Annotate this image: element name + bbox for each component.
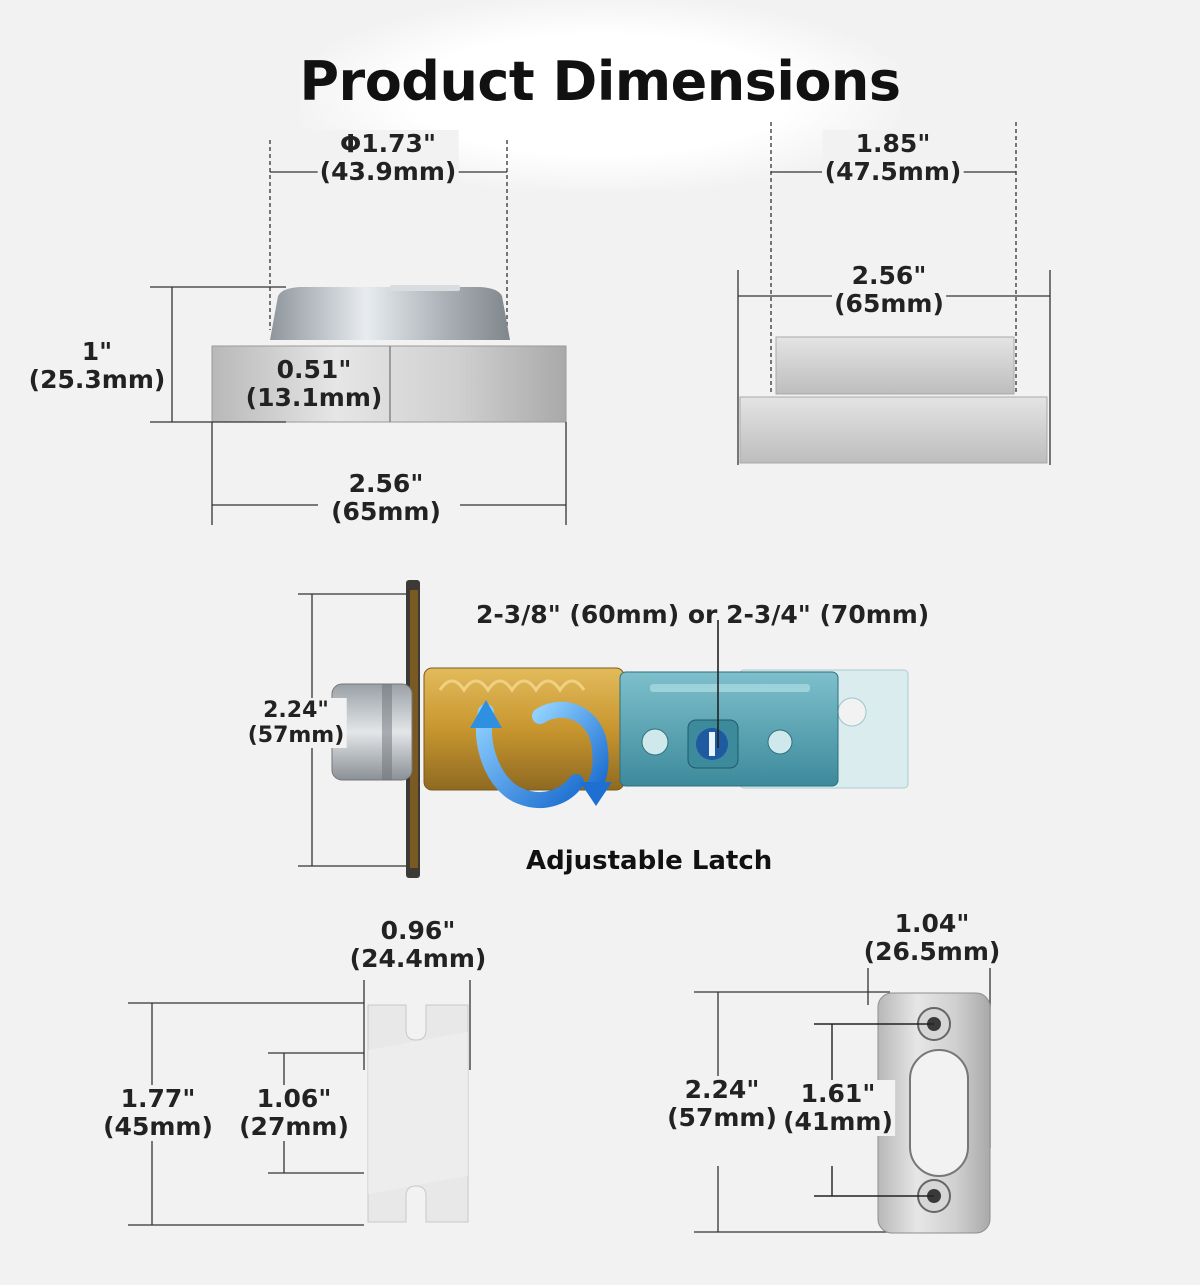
strike-hole-spacing-inch: 1.61": [781, 1080, 895, 1108]
thumbturn-side-view: [150, 140, 567, 525]
template-width-mm: (24.4mm): [349, 944, 487, 973]
rotate-arrow-right: [532, 701, 609, 794]
strike-hole-spacing-label: 1.61" (41mm): [781, 1080, 895, 1136]
thumbturn-height-mm: (25.3mm): [28, 365, 166, 394]
latch-view: [298, 580, 909, 878]
top-outer-block: [739, 396, 1048, 464]
latch-height-inch: 2.24": [245, 698, 347, 723]
template-height-inch: 1.77": [101, 1085, 215, 1113]
template-view: [128, 980, 471, 1226]
thumbturn-width-mm: (65mm): [329, 497, 443, 526]
strike-width-label: 1.04" (26.5mm): [864, 910, 1001, 966]
template-height-label: 1.77" (45mm): [101, 1085, 215, 1141]
strike-height-mm: (57mm): [665, 1103, 779, 1132]
strike-height-label: 2.24" (57mm): [665, 1076, 779, 1132]
thumbturn-width-inch: 2.56": [329, 470, 443, 498]
top-inner-block: [775, 336, 1015, 395]
top-inner-width-inch: 1.85": [822, 130, 964, 158]
base-height-label: 0.51" (13.1mm): [246, 356, 383, 412]
top-outer-width-inch: 2.56": [832, 262, 946, 290]
strike-plate-slot: [909, 1049, 969, 1177]
template-inner-height-mm: (27mm): [237, 1112, 351, 1141]
latch-height-label: 2.24" (57mm): [245, 698, 347, 748]
strike-plate-view: [694, 968, 991, 1234]
dome-shape: [270, 287, 510, 340]
template-width-label: 0.96" (24.4mm): [350, 917, 487, 973]
top-inner-width-mm: (47.5mm): [822, 157, 964, 186]
top-outer-width-mm: (65mm): [832, 289, 946, 318]
thumbturn-width-label: 2.56" (65mm): [329, 470, 443, 526]
thumbturn-diameter-inch: Φ1.73": [317, 130, 459, 158]
rotate-arrow-left: [475, 704, 584, 808]
strike-width-mm: (26.5mm): [863, 937, 1001, 966]
strike-height-inch: 2.24": [665, 1076, 779, 1104]
thumbturn-diameter-label: Φ1.73" (43.9mm): [317, 130, 459, 186]
top-inner-width-label: 1.85" (47.5mm): [822, 130, 964, 186]
page-title: Product Dimensions: [299, 50, 901, 113]
base-height-inch: 0.51": [276, 355, 352, 384]
latch-backset-label: 2-3/8" (60mm) or 2-3/4" (70mm): [476, 600, 930, 629]
template-inner-height-inch: 1.06": [237, 1085, 351, 1113]
top-outer-width-label: 2.56" (65mm): [832, 262, 946, 318]
thumbturn-height-label: 1" (25.3mm): [29, 338, 166, 394]
template-inner-height-label: 1.06" (27mm): [237, 1085, 351, 1141]
top-view: [737, 122, 1051, 465]
latch-height-mm: (57mm): [245, 723, 347, 748]
strike-hole-spacing-mm: (41mm): [781, 1107, 895, 1136]
template-width-inch: 0.96": [380, 916, 456, 945]
template-height-mm: (45mm): [101, 1112, 215, 1141]
base-plate: [211, 345, 567, 423]
thumbturn-diameter-mm: (43.9mm): [317, 157, 459, 186]
adjustable-latch-label: Adjustable Latch: [526, 846, 773, 876]
strike-width-inch: 1.04": [894, 909, 970, 938]
base-height-mm: (13.1mm): [245, 383, 383, 412]
thumbturn-height-inch: 1": [81, 337, 113, 366]
